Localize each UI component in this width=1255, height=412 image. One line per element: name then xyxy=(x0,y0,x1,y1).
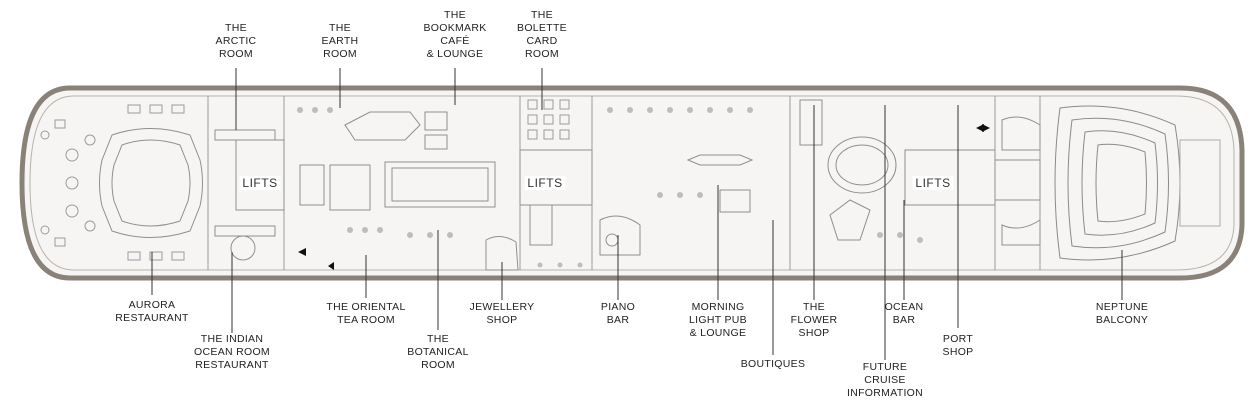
label-jewellery-shop: JEWELLERY SHOP xyxy=(469,301,535,326)
aurora-tables xyxy=(40,104,185,261)
direction-markers xyxy=(298,124,990,270)
label-bolette-card-room: THE BOLETTE CARD ROOM xyxy=(517,9,567,60)
label-neptune-balcony: NEPTUNE BALCONY xyxy=(1095,301,1149,326)
lifts-label-left: LIFTS xyxy=(239,176,281,190)
label-future-cruise-information: FUTURE CRUISE INFORMATION xyxy=(846,361,924,399)
label-arctic-room: THE ARCTIC ROOM xyxy=(215,22,257,60)
label-piano-bar: PIANO BAR xyxy=(600,301,636,326)
label-ocean-bar: OCEAN BAR xyxy=(884,301,924,326)
label-indian-ocean-room: THE INDIAN OCEAN ROOM RESTAURANT xyxy=(194,333,270,371)
label-flower-shop: THE FLOWER SHOP xyxy=(790,301,838,339)
label-aurora-restaurant: AURORA RESTAURANT xyxy=(115,299,189,324)
lifts-label-right: LIFTS xyxy=(912,176,954,190)
label-boutiques: BOUTIQUES xyxy=(740,358,806,370)
label-botanical-room: THE BOTANICAL ROOM xyxy=(407,333,469,371)
label-earth-room: THE EARTH ROOM xyxy=(321,22,359,60)
label-bookmark-cafe: THE BOOKMARK CAFÉ & LOUNGE xyxy=(423,9,487,60)
card-room-tables xyxy=(527,99,570,140)
neptune-balcony-area xyxy=(1054,105,1221,261)
mid-core-structures xyxy=(485,149,593,271)
ocean-bar-area xyxy=(799,99,897,241)
hull-outline xyxy=(19,85,1245,281)
seating-dots xyxy=(297,107,923,268)
label-oriental-tea-room: THE ORIENTAL TEA ROOM xyxy=(326,301,406,326)
central-lounge-structures xyxy=(329,111,496,211)
left-core-structures xyxy=(214,129,325,261)
leader-lines xyxy=(151,68,1123,360)
aurora-restaurant-area xyxy=(99,128,203,238)
lifts-label-center: LIFTS xyxy=(524,176,566,190)
label-port-shop: PORT SHOP xyxy=(942,333,974,358)
right-core-structures xyxy=(904,116,1041,246)
label-morning-light-pub: MORNING LIGHT PUB & LOUNGE xyxy=(689,301,747,339)
